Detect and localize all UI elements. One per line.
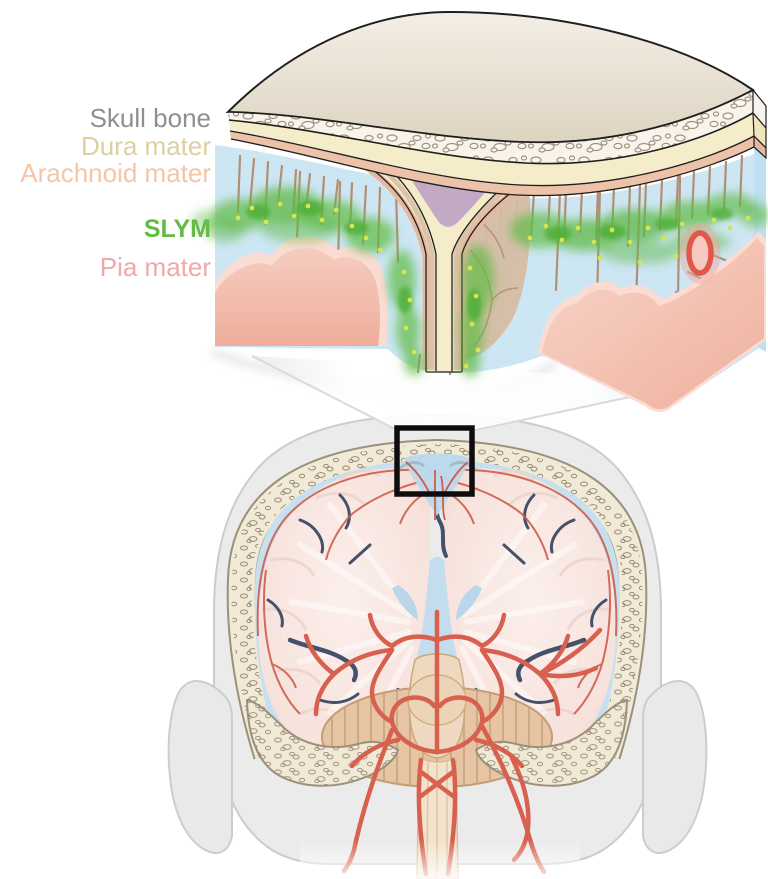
label-slym: SLYM (144, 215, 211, 243)
bottom-fade (300, 840, 580, 879)
layer-labels: Skull bone Dura mater Arachnoid mater SL… (20, 103, 211, 282)
arteries (303, 609, 603, 877)
label-dura-mater: Dura mater (81, 131, 211, 161)
interhemispheric-fissure-csf (404, 453, 470, 516)
brain-surface-left (215, 236, 388, 346)
zoom-callout (210, 347, 701, 497)
meninges-inset-block (192, 10, 768, 413)
meningeal-bands (225, 10, 767, 197)
brain-surface-right (538, 231, 766, 413)
right-ear (642, 680, 708, 854)
gyri-outlines (261, 469, 613, 722)
arachnoid-band (230, 131, 754, 196)
band-outlines (227, 89, 755, 197)
label-pia-mater: Pia mater (100, 252, 212, 282)
right-face-bands (752, 88, 767, 160)
cortical-vessels (256, 468, 618, 715)
dura-band (229, 113, 754, 186)
slym-clumps (246, 201, 733, 321)
left-ear (167, 680, 233, 854)
blood-vessel-ring (679, 222, 721, 284)
magnified-region-marker (394, 425, 475, 497)
head-coronal-figure (167, 413, 708, 879)
label-arachnoid-mater: Arachnoid mater (20, 158, 211, 188)
funnel-left-edge (251, 355, 400, 432)
label-skull-bone: Skull bone (90, 103, 211, 133)
